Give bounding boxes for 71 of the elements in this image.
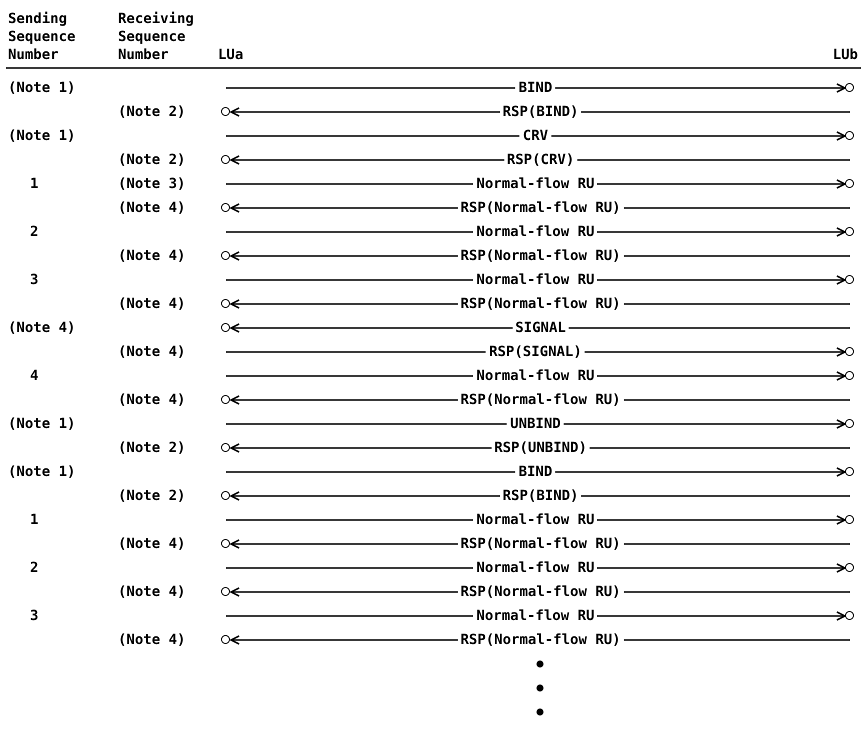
end-circle: [844, 514, 854, 524]
edge-label: RSP(Normal-flow RU): [457, 536, 624, 552]
note-reference: (Note 1): [8, 79, 76, 97]
column-header: Receiving Sequence Number: [118, 10, 195, 64]
end-circle: [844, 418, 854, 428]
note-reference: (Note 4): [8, 319, 76, 337]
end-circle: [844, 562, 854, 572]
end-circle: [220, 202, 230, 212]
sequence-number: 2: [30, 559, 38, 577]
edge-label: RSP(Normal-flow RU): [457, 632, 624, 648]
note-reference: (Note 1): [8, 127, 76, 145]
end-circle: [220, 322, 230, 332]
note-reference: (Note 4): [118, 583, 186, 601]
sequence-number: 3: [30, 271, 38, 289]
participant-label: LUa: [218, 46, 244, 64]
edge-label: RSP(SIGNAL): [486, 344, 585, 360]
edge-label: RSP(UNBIND): [491, 440, 590, 456]
end-circle: [220, 154, 230, 164]
end-circle: [220, 538, 230, 548]
note-reference: (Note 2): [118, 439, 186, 457]
message-arrow: [226, 131, 846, 141]
edge-label: RSP(Normal-flow RU): [457, 200, 624, 216]
end-circle: [220, 394, 230, 404]
sequence-number: 4: [30, 367, 38, 385]
end-circle: [844, 370, 854, 380]
note-reference: (Note 4): [118, 343, 186, 361]
edge-label: RSP(BIND): [500, 488, 582, 504]
note-reference: (Note 1): [8, 415, 76, 433]
end-circle: [844, 82, 854, 92]
note-reference: (Note 1): [8, 463, 76, 481]
note-reference: (Note 2): [118, 487, 186, 505]
end-circle: [220, 250, 230, 260]
edge-label: RSP(Normal-flow RU): [457, 296, 624, 312]
end-circle: [220, 586, 230, 596]
column-header: Sending Sequence Number: [8, 10, 76, 64]
sequence-number: 3: [30, 607, 38, 625]
sequence-number: 1: [30, 175, 38, 193]
end-circle: [844, 274, 854, 284]
edge-label: RSP(Normal-flow RU): [457, 392, 624, 408]
message-arrow: [230, 323, 850, 333]
message-arrow: [226, 467, 846, 477]
message-arrow: [230, 155, 850, 165]
message-arrow: [226, 419, 846, 429]
end-circle: [220, 442, 230, 452]
note-reference: (Note 2): [118, 151, 186, 169]
end-circle: [844, 130, 854, 140]
edge-label: RSP(Normal-flow RU): [457, 584, 624, 600]
note-reference: (Note 4): [118, 631, 186, 649]
note-reference: (Note 2): [118, 103, 186, 121]
participant-label: LUb: [832, 46, 858, 64]
end-circle: [844, 226, 854, 236]
note-reference: (Note 4): [118, 199, 186, 217]
end-circle: [844, 178, 854, 188]
end-circle: [220, 634, 230, 644]
end-circle: [220, 106, 230, 116]
note-reference: (Note 3): [118, 175, 186, 193]
end-circle: [220, 298, 230, 308]
end-circle: [844, 466, 854, 476]
sequence-number: 1: [30, 511, 38, 529]
note-reference: (Note 4): [118, 391, 186, 409]
edge-label: RSP(Normal-flow RU): [457, 248, 624, 264]
note-reference: (Note 4): [118, 535, 186, 553]
edge-label: RSP(CRV): [504, 152, 578, 168]
end-circle: [844, 346, 854, 356]
edge-label: RSP(BIND): [500, 104, 582, 120]
note-reference: (Note 4): [118, 247, 186, 265]
sequence-number: 2: [30, 223, 38, 241]
note-reference: (Note 4): [118, 295, 186, 313]
end-circle: [220, 490, 230, 500]
message-arrow: [226, 83, 846, 93]
end-circle: [844, 610, 854, 620]
